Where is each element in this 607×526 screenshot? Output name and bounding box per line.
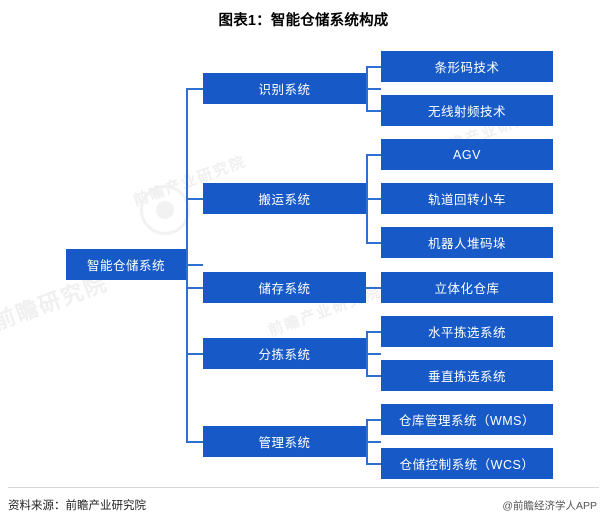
connector-trunk-branch-2 bbox=[186, 287, 203, 289]
connector-trunk-branch-3 bbox=[186, 353, 203, 355]
node-leaf-barcode[interactable]: 条形码技术 bbox=[381, 51, 553, 82]
node-root[interactable]: 智能仓储系统 bbox=[66, 249, 186, 280]
connector-trunk-branch-0 bbox=[186, 88, 203, 90]
connector-branch4-child0 bbox=[366, 419, 381, 421]
node-leaf-wms[interactable]: 仓库管理系统（WMS） bbox=[381, 404, 553, 435]
source-text: 资料来源：前瞻产业研究院 bbox=[8, 500, 146, 512]
node-leaf-palletizing-robot[interactable]: 机器人堆码垛 bbox=[381, 227, 553, 258]
credit-text: @前瞻经济学人APP bbox=[502, 500, 597, 512]
node-branch-sorting[interactable]: 分拣系统 bbox=[203, 338, 366, 369]
connector-branch4-child1 bbox=[366, 463, 381, 465]
connector-branch4-spine bbox=[366, 419, 368, 464]
connector-trunk-branch-1 bbox=[186, 198, 203, 200]
connector-branch3-stem bbox=[366, 353, 381, 355]
connector-branch0-stem bbox=[366, 88, 381, 90]
connector-branch3-child0 bbox=[366, 331, 381, 333]
connector-branch0-child1 bbox=[366, 110, 381, 112]
node-branch-identification[interactable]: 识别系统 bbox=[203, 73, 366, 104]
connector-branch0-spine bbox=[366, 66, 368, 111]
node-leaf-horizontal-sorting[interactable]: 水平拣选系统 bbox=[381, 316, 553, 347]
connector-branch2-stem bbox=[366, 287, 381, 289]
node-leaf-rfid[interactable]: 无线射频技术 bbox=[381, 95, 553, 126]
node-leaf-vertical-sorting[interactable]: 垂直拣选系统 bbox=[381, 360, 553, 391]
connector-branch3-spine bbox=[366, 331, 368, 376]
node-leaf-agv[interactable]: AGV bbox=[381, 139, 553, 170]
node-branch-handling[interactable]: 搬运系统 bbox=[203, 183, 366, 214]
connector-branch1-child0 bbox=[366, 154, 381, 156]
connector-trunk-vertical bbox=[186, 88, 188, 442]
watermark-logo-1 bbox=[140, 185, 190, 235]
page-title: 图表1：智能仓储系统构成 bbox=[218, 13, 389, 29]
connector-branch4-stem bbox=[366, 441, 381, 443]
footer-divider bbox=[8, 487, 599, 488]
connector-branch1-child1 bbox=[366, 198, 381, 200]
connector-branch1-child2 bbox=[366, 242, 381, 244]
node-leaf-rail-shuttle[interactable]: 轨道回转小车 bbox=[381, 183, 553, 214]
node-leaf-wcs[interactable]: 仓储控制系统（WCS） bbox=[381, 448, 553, 479]
node-leaf-stereoscopic-warehouse[interactable]: 立体化仓库 bbox=[381, 272, 553, 303]
connector-trunk-branch-4 bbox=[186, 441, 203, 443]
connector-branch0-child0 bbox=[366, 66, 381, 68]
connector-root-trunk bbox=[186, 264, 203, 266]
connector-branch3-child1 bbox=[366, 375, 381, 377]
node-branch-management[interactable]: 管理系统 bbox=[203, 426, 366, 457]
node-branch-storage[interactable]: 储存系统 bbox=[203, 272, 366, 303]
